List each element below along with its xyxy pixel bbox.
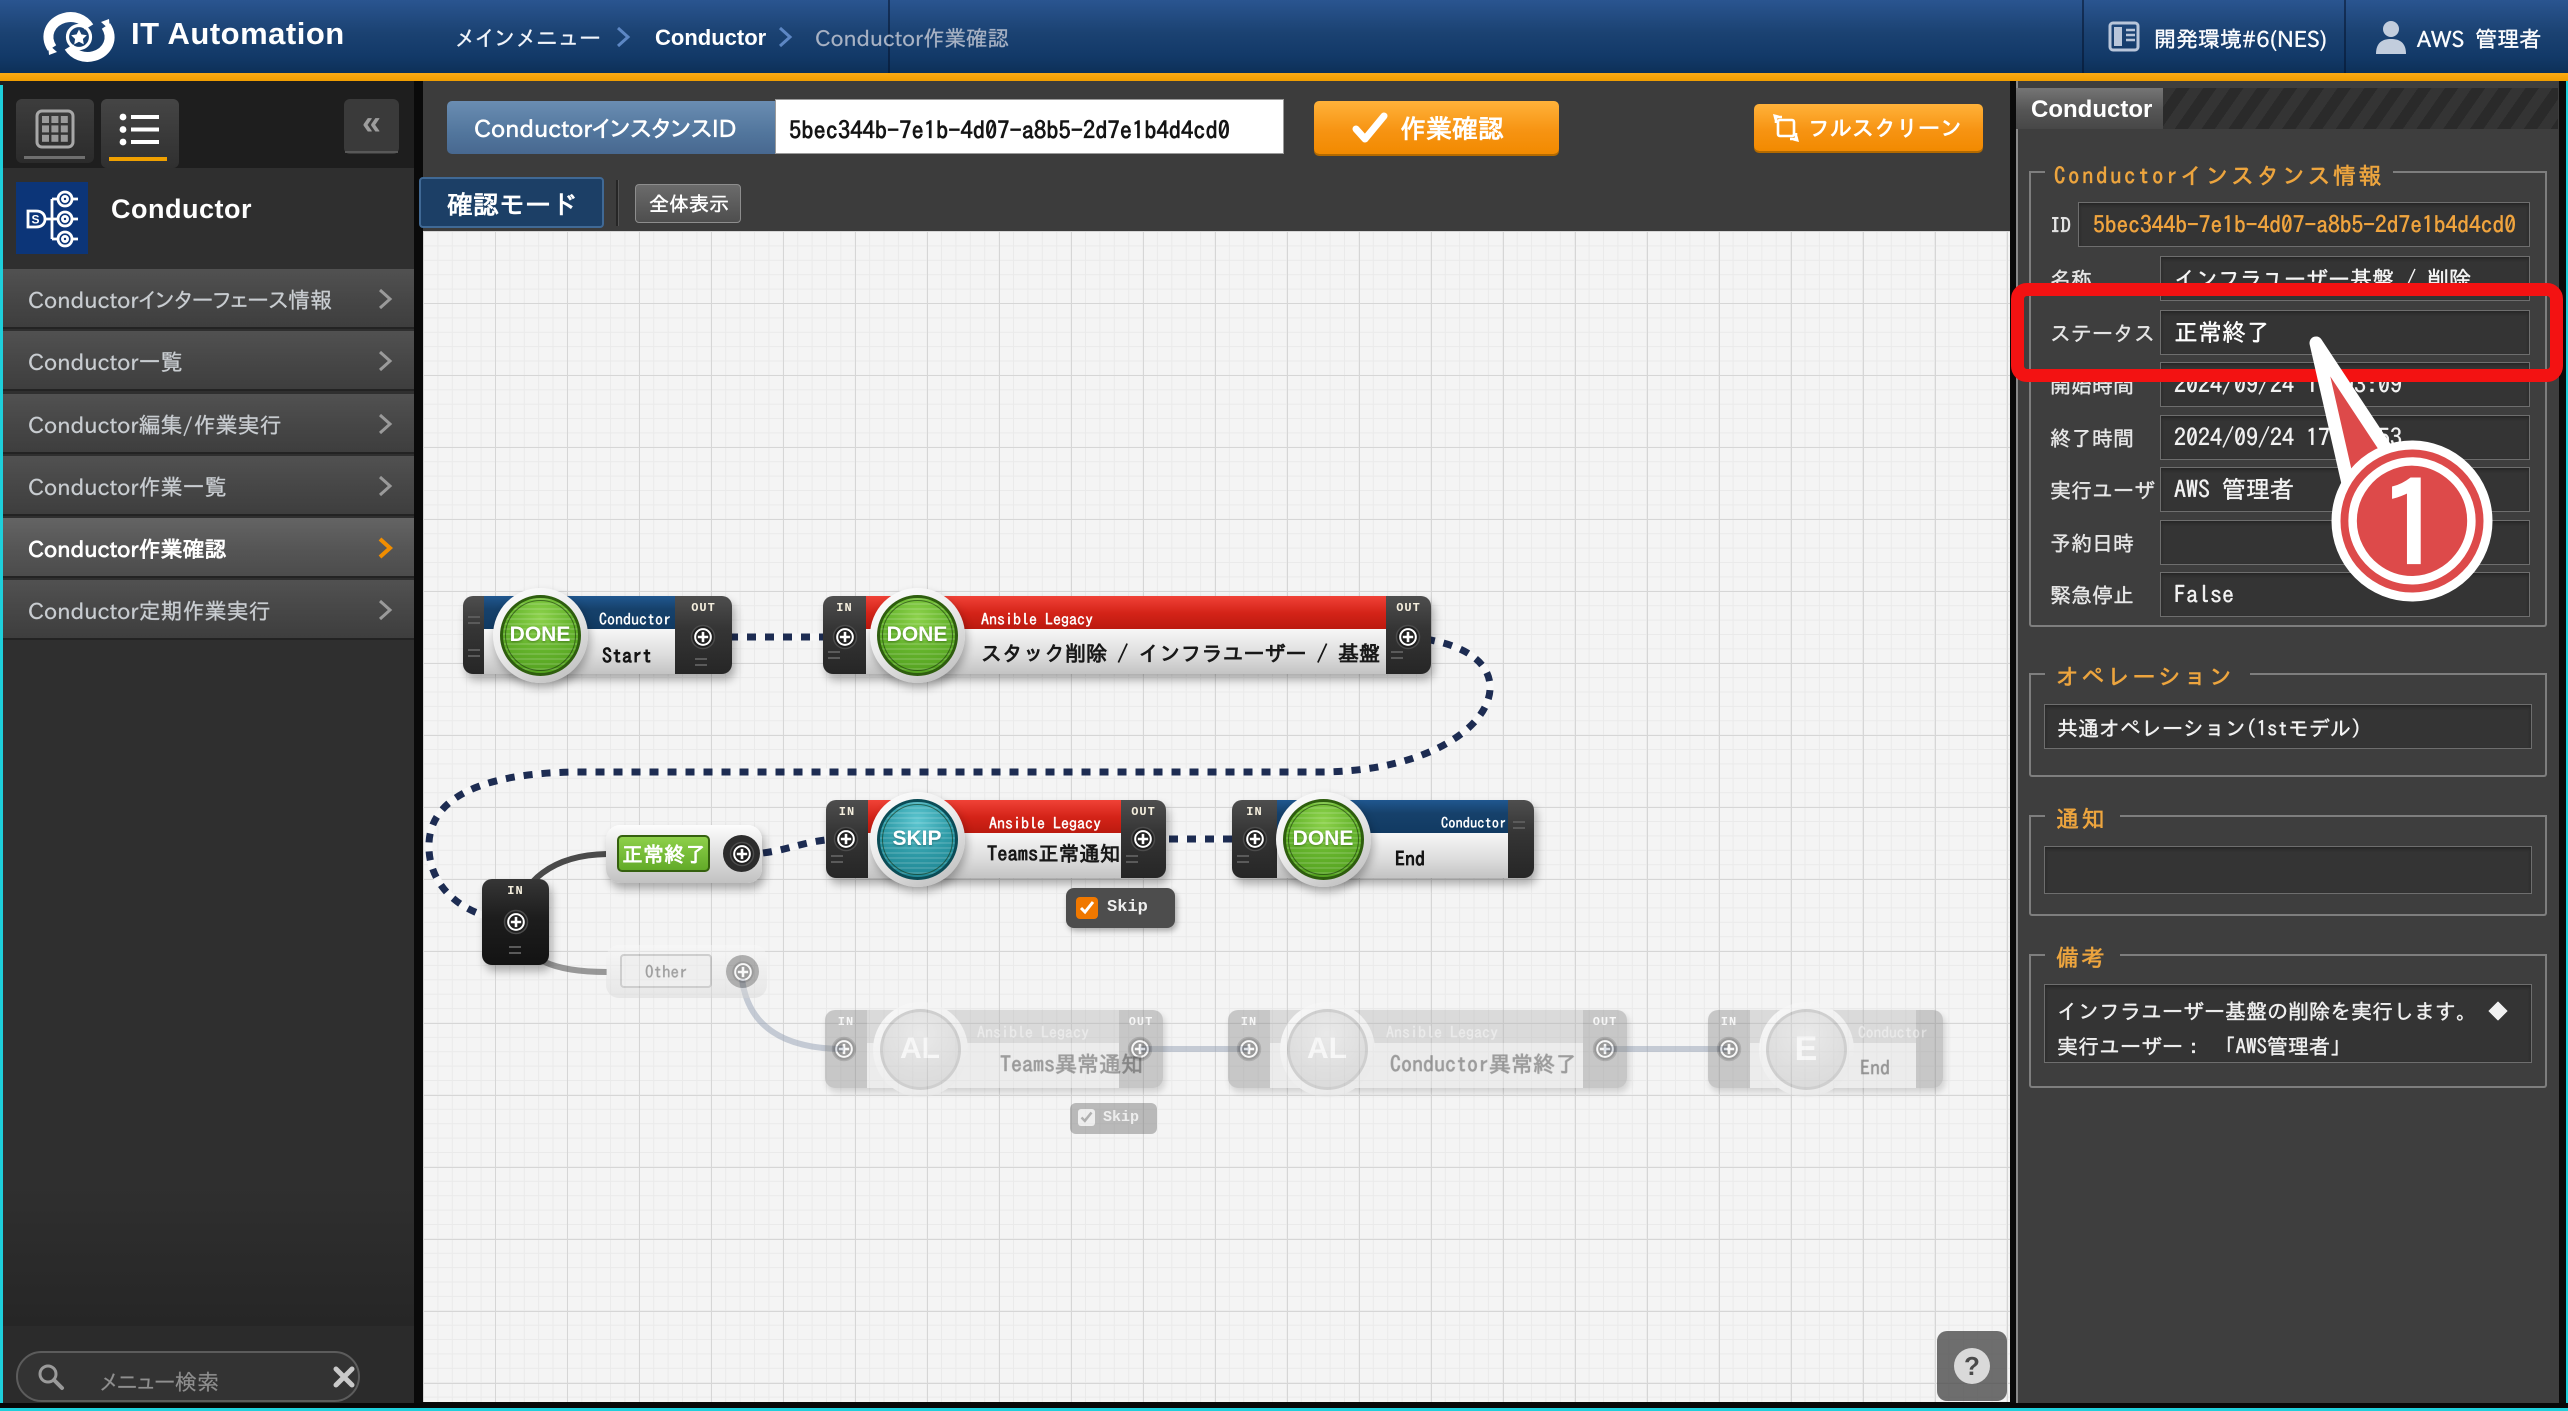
svg-text:S: S	[32, 213, 40, 227]
